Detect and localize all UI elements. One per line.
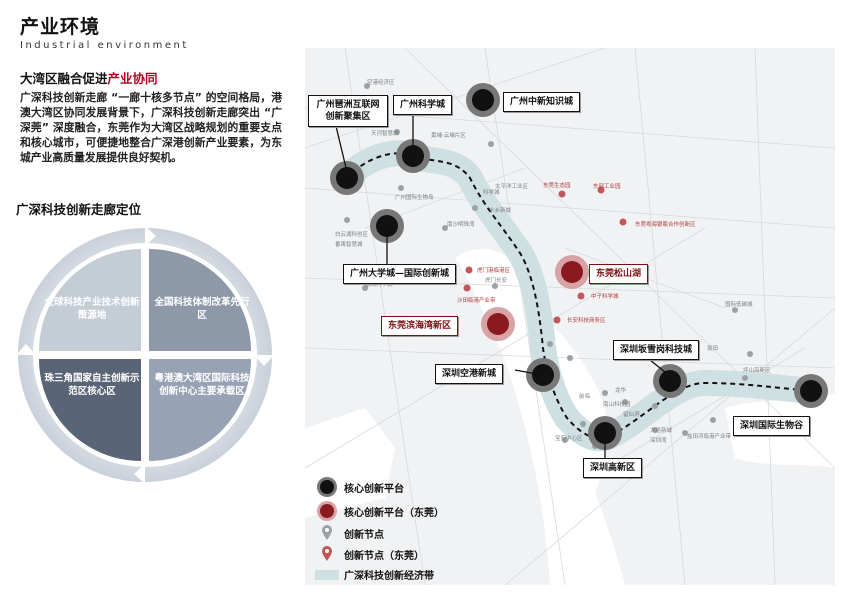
quadrant-bottom-left [39,359,141,461]
place-label-dongguan: 中子科学城 [591,294,619,300]
quadrant-top-right [149,249,251,351]
innovation-nodes [344,83,753,449]
place-label: 番禺智慧城 [335,242,363,248]
corridor-map: 空港经济区 天河智慧城 黄埔·云埔片区 广州国际生物岛 白云湖科创区 番禺智慧城… [304,47,836,586]
dongguan-nodes [463,186,627,324]
quadrant-top-left [39,249,141,351]
ring-arrow-bottom [134,464,145,484]
legend-node-icon [314,525,340,541]
platform-label-zhongxin: 广州中新知识城 [503,92,581,112]
place-label: 番禺大学城 [365,282,393,288]
legend-item-core-dongguan: 核心创新平台（东莞） [314,500,444,522]
place-label: 国际低碳城 [725,302,753,308]
intro-paragraph: 广深科技创新走廊 “一廊十核多节点” 的空间格局，港澳大湾区协同发展背景下，广深… [20,91,282,164]
page-subtitle: Industrial environment [20,40,189,51]
legend-corridor-icon [314,569,340,581]
platform-label-bio-valley: 深圳国际生物谷 [733,416,811,436]
platform-label-airport-city: 深圳空港新城 [435,364,504,384]
place-label: 前海 [579,394,591,400]
cycle-svg [16,226,274,484]
place-label: 黄埔·云埔片区 [431,133,466,139]
place-label: 南山科技园 [603,402,631,408]
section-heading-prefix: 大湾区融合促进 [20,71,108,86]
section-heading: 大湾区融合促进产业协同 [20,68,158,87]
place-label: 空港经济区 [367,80,395,86]
platform-label-bantian: 深圳坂雪岗科技城 [613,340,700,360]
legend-core-dongguan-label: 核心创新平台（东莞） [344,507,444,519]
place-label: 坂田 [707,346,719,352]
quadrant-label-2: 全国科技体制改革先行区 [154,297,250,321]
place-label: 宝安中心区 [555,436,583,442]
section-heading-highlight: 产业协同 [107,71,158,86]
place-label: 虎门长安 [485,278,508,284]
place-label: 大运新城 [650,428,673,434]
core-platform-markers [330,83,828,450]
platform-label-binhai-bay: 东莞滨海湾新区 [381,316,459,336]
positioning-title: 广深科技创新走廊定位 [16,202,142,217]
ring-arrow-top [145,226,156,246]
place-label: 南沙明珠湾 [447,222,475,228]
legend-node-dongguan-label: 创新节点（东莞） [344,550,424,562]
legend-core-dongguan-icon [314,500,340,522]
label-leaders [334,110,666,460]
place-label: 盐田河临港产业带 [687,434,732,440]
ring-arrow-right [254,355,274,366]
place-label: 天河智慧城 [371,131,399,137]
place-label: 深圳湾 [650,438,667,444]
platform-label-hi-tech-zone: 深圳高新区 [583,458,643,478]
place-label-dongguan: 虎门港临港区 [477,268,511,274]
ring-arrow-left [16,344,36,355]
legend-node-dongguan-icon [314,546,340,562]
page-title: 产业环境 [20,16,101,38]
corridor-route [346,152,816,440]
place-label-dongguan: 东莞粤海银瓶合作创新区 [635,222,696,228]
platform-label-pazhou: 广州琶洲互联网创新聚集区 [308,95,388,127]
place-label: 太平洋工业区 [495,184,529,190]
place-label: 广州国际生物岛 [395,195,434,201]
place-label-dongguan: 东莞生态园 [543,183,571,189]
dongguan-platform-markers [481,255,589,341]
place-label: 留仙洞 [623,412,640,418]
legend-core-label: 核心创新平台 [344,483,404,495]
platform-label-songshan-lake: 东莞松山湖 [589,264,649,284]
place-label-dongguan: 沙田临港产业带 [457,298,496,304]
place-label: 白云湖科创区 [335,232,369,238]
legend-corridor-label: 广深科技创新经济带 [344,571,434,582]
quadrant-bottom-right [149,359,251,461]
place-label: 水乡新城 [489,208,512,214]
quadrant-label-4: 粤港澳大湾区国际科技创新中心主要承载区 [154,373,250,397]
place-label: 龙华 [615,388,627,394]
place-label: 科学城 [483,190,500,196]
legend-core-icon [314,476,340,498]
place-label-dongguan: 东部工业园 [593,184,621,190]
legend-item-node: 创新节点 [314,525,384,541]
platform-label-university-town: 广州大学城—国际创新城 [343,264,457,284]
place-label-dongguan: 长安科技商务区 [567,318,606,324]
place-label: 坪山高新区 [743,368,771,374]
inner-ring-gap [33,243,257,467]
positioning-cycle-diagram: 全球科技产业技术创新策源地 全国科技体制改革先行区 珠三角国家自主创新示范区核心… [14,224,276,486]
quadrant-label-1: 全球科技产业技术创新策源地 [44,297,140,321]
legend-item-core: 核心创新平台 [314,476,404,498]
legend-node-label: 创新节点 [344,529,384,541]
legend-item-node-dongguan: 创新节点（东莞） [314,546,424,562]
platform-label-science-city: 广州科学城 [393,95,453,115]
quadrant-label-3: 珠三角国家自主创新示范区核心区 [44,373,140,397]
legend-item-corridor: 广深科技创新经济带 [314,567,434,582]
